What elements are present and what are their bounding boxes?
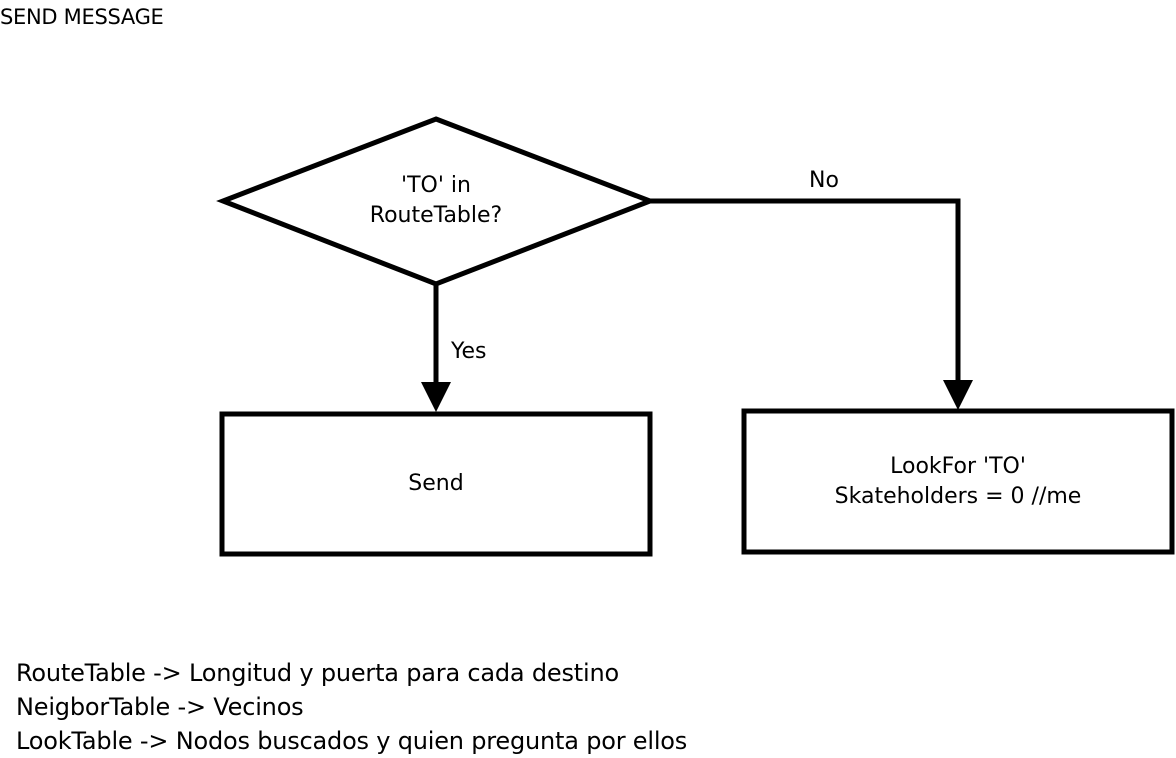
page-title: SEND MESSAGE: [0, 5, 164, 29]
yes-edge-label: Yes: [451, 339, 487, 364]
decision-label-line2: RouteTable?: [369, 203, 503, 228]
decision-label: 'TO' in RouteTable?: [336, 171, 536, 231]
note-neigbortable: NeigborTable -> Vecinos: [16, 693, 304, 721]
send-process-box: [219, 411, 653, 557]
send-process-label: Send: [408, 471, 464, 496]
lookfor-process-label: LookFor 'TO' Skateholders = 0 //me: [744, 452, 1172, 512]
lookfor-label-line1: LookFor 'TO': [890, 454, 1026, 479]
decision-label-line1: 'TO' in: [401, 173, 471, 198]
legend-notes: RouteTable -> Longitud y puerta para cad…: [16, 656, 687, 758]
lookfor-process-box: [741, 408, 1175, 555]
note-looktable: LookTable -> Nodos buscados y quien preg…: [16, 727, 688, 755]
note-routetable: RouteTable -> Longitud y puerta para cad…: [16, 659, 619, 687]
yes-edge-arrowhead: [421, 382, 451, 412]
no-edge-line: [650, 198, 961, 390]
lookfor-label-line2: Skateholders = 0 //me: [834, 484, 1082, 509]
no-edge-label: No: [809, 168, 839, 193]
no-edge-arrowhead: [943, 380, 973, 410]
